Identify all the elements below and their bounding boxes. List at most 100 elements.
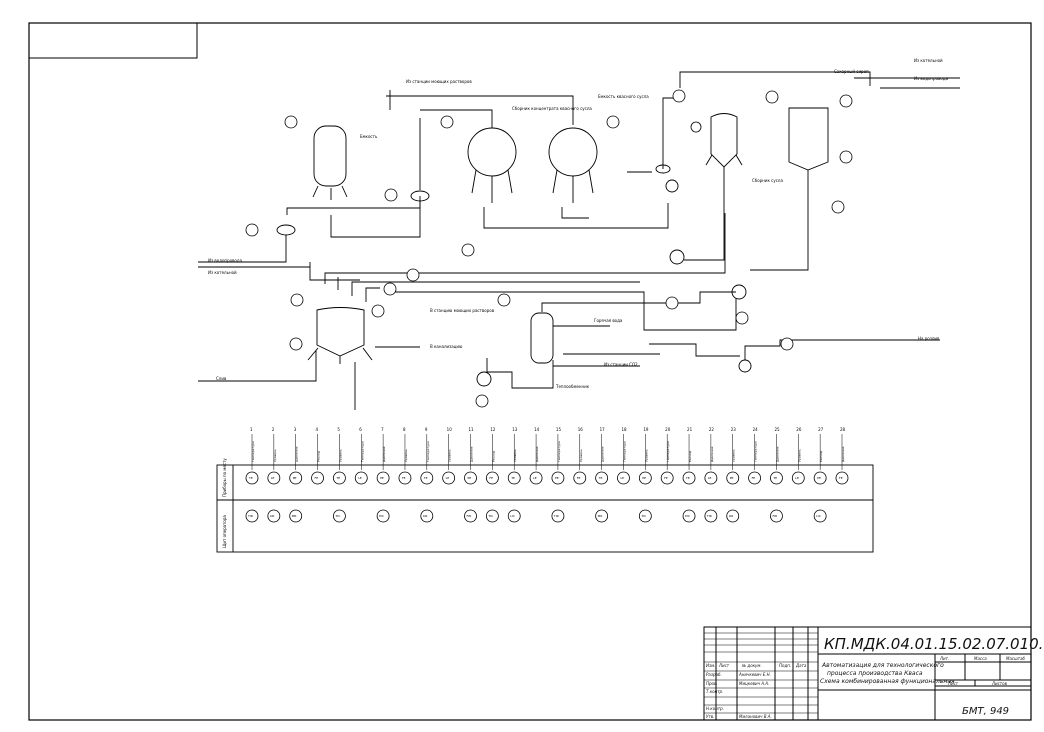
stamp-developed: Разраб. [706, 672, 722, 677]
stamp-developed-name: Аничкевич Е.Н. [738, 672, 771, 677]
local-instrument-bubble [573, 471, 587, 485]
table-row-local: Приборы по месту [222, 458, 227, 497]
column-position-10: 10 [447, 427, 453, 432]
stamp-h4: Подп. [779, 663, 791, 668]
column-position-16: 16 [578, 427, 584, 432]
panel-instrument-bubble [595, 509, 609, 523]
label-co2: Из станции CO2 [604, 362, 638, 367]
title-block-rows [704, 632, 818, 714]
local-instrument-code: TE [335, 476, 340, 480]
stamp-tcontrol: Т.контр. [706, 689, 723, 694]
column-position-24: 24 [753, 427, 759, 432]
local-instrument-bubble [704, 471, 718, 485]
panel-instrument-code: LIR [729, 514, 734, 518]
local-instrument-code: LE [795, 476, 799, 480]
stamp-h1: Изм. [706, 663, 715, 668]
local-instrument-code: PE [468, 476, 472, 480]
local-instrument-bubble [267, 471, 281, 485]
local-instrument-code: PE [817, 476, 821, 480]
column-position-4: 4 [316, 427, 319, 432]
column-parameter-4: Расход [317, 451, 321, 462]
column-position-6: 6 [359, 427, 362, 432]
column-parameter-1: Температура [251, 441, 255, 463]
heat-exchanger [530, 312, 554, 364]
panel-instrument-bubble [507, 509, 521, 523]
label-steam: Из котельной [914, 58, 943, 63]
column-parameter-21: Расход [688, 451, 692, 462]
panel-instrument-code: TIC [487, 514, 493, 518]
local-instrument-bubble [748, 471, 761, 485]
local-instrument-bubble [682, 471, 696, 485]
panel-instrument-bubble [551, 509, 565, 523]
label-from-sanitation: Из станции моющих растворов [406, 79, 472, 84]
local-instrument-code: FE [664, 476, 668, 480]
column-parameter-2: Уровень [273, 449, 277, 462]
column-parameter-6: Температура [360, 441, 364, 463]
local-instrument-bubble [660, 471, 674, 485]
column-position-25: 25 [774, 427, 780, 432]
instrument-table [216, 464, 874, 553]
col-scale: Масштаб [1006, 656, 1026, 661]
panel-instrument-code: PIR [598, 514, 603, 518]
label-tank2: Сборник концентрата квасного сусла [512, 106, 592, 111]
panel-instrument-code: PIC [379, 514, 384, 518]
panel-instrument-code: LIC [510, 514, 515, 518]
column-position-17: 17 [600, 427, 606, 432]
panel-instrument-bubble [704, 509, 718, 523]
local-instrument-bubble [638, 471, 652, 485]
column-parameter-9: Температура [426, 441, 430, 463]
local-instrument-code: TE [598, 476, 603, 480]
panel-instrument-code: LIR [270, 514, 275, 518]
column-parameter-27: Расход [819, 451, 823, 462]
drawing-code: КП.МДК.04.01.15.02.07.010.С2 [824, 635, 1044, 653]
label-return-sanitation: В станцию моющих растворов [430, 308, 495, 313]
column-position-26: 26 [796, 427, 802, 432]
panel-instrument-code: PIC [685, 514, 690, 518]
column-parameter-19: Уровень [644, 449, 648, 462]
local-instrument-bubble [507, 471, 521, 485]
column-parameter-13: Уровень [513, 449, 517, 462]
local-instrument-code: LE [358, 476, 362, 480]
label-collector: Сборник сусла [752, 178, 783, 183]
sugar-syrup-tank [788, 107, 829, 171]
local-instrument-bubble [289, 471, 303, 485]
local-instrument-bubble [791, 471, 805, 485]
column-position-11: 11 [469, 427, 475, 432]
column-position-21: 21 [687, 427, 693, 432]
local-instrument-bubble [442, 471, 456, 485]
local-instrument-bubble [485, 471, 499, 485]
corner-stamp-box [28, 22, 198, 59]
label-drain: Слив [216, 376, 227, 381]
panel-instrument-bubble [485, 509, 499, 523]
local-instrument-code: LE [533, 476, 537, 480]
panel-instrument-bubble [770, 509, 783, 523]
column-position-19: 19 [643, 427, 649, 432]
label-kettle: Сахарный сироп [834, 69, 869, 74]
column-parameter-5: Уровень [338, 449, 342, 462]
column-parameter-11: Давление [470, 446, 474, 462]
sheet-frame [28, 22, 1032, 721]
label-from-water: Из водопровода [208, 258, 243, 263]
local-instrument-bubble [835, 471, 849, 485]
panel-instrument-bubble [376, 509, 390, 523]
column-parameter-18: Температура [622, 441, 626, 463]
local-instrument-bubble [529, 471, 543, 485]
panel-instrument-bubble [267, 509, 281, 523]
stamp-ncontrol: Н.контр. [706, 706, 724, 711]
local-instrument-code: LE [271, 476, 275, 480]
panel-instrument-bubble [638, 509, 652, 523]
label-tank3: Емкость квасного сусла [598, 94, 649, 99]
column-parameter-14: Давление [535, 446, 539, 462]
column-parameter-17: Давление [601, 446, 605, 462]
conical-tank [710, 113, 738, 168]
panel-instrument-code: TIC [640, 514, 646, 518]
column-parameter-12: Расход [491, 451, 495, 462]
local-instrument-code: FE [402, 476, 406, 480]
process-instruments [245, 89, 853, 408]
panel-instrument-code: TIC [334, 514, 340, 518]
column-position-28: 28 [840, 427, 846, 432]
label-to-sewer: В канализацию [430, 344, 463, 349]
panel-instrument-code: LIC [816, 514, 821, 518]
panel-instrument-code: FIR [772, 514, 777, 518]
column-position-9: 9 [425, 427, 428, 432]
